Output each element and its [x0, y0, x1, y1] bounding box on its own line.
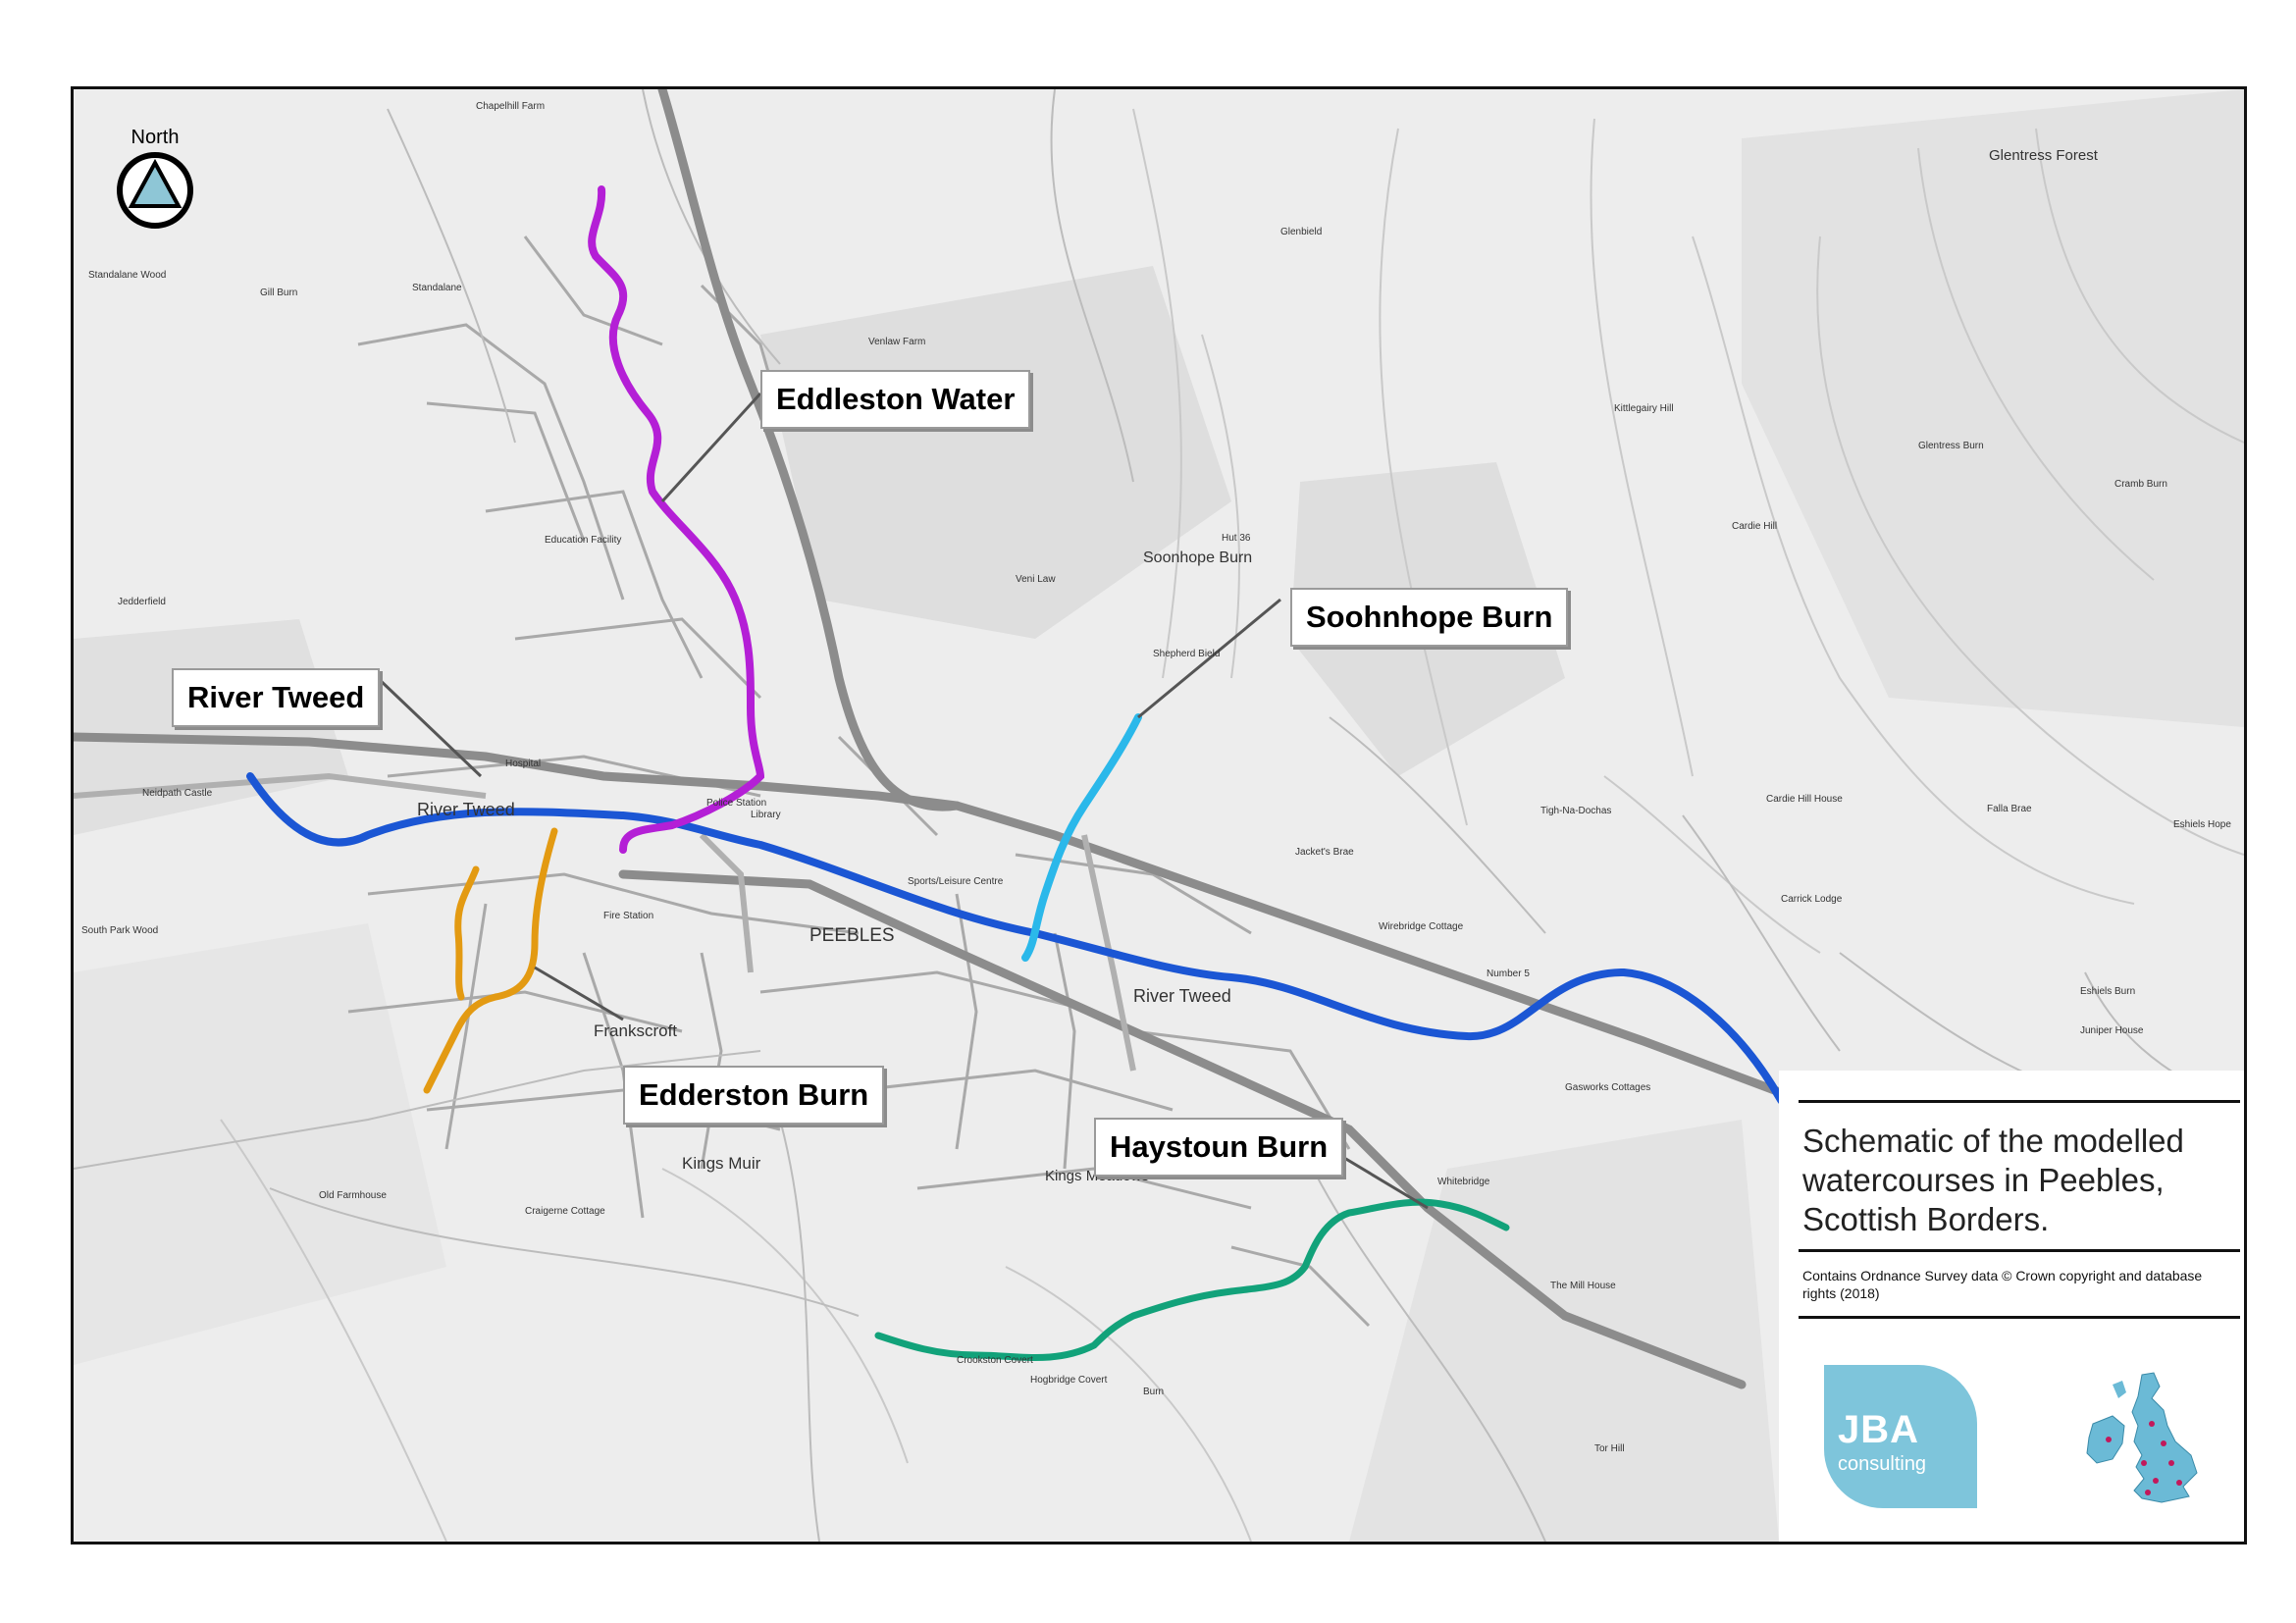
place-label-falla-brae: Falla Brae: [1987, 804, 2032, 814]
place-label-craigerne: Craigerne Cottage: [525, 1206, 605, 1217]
place-label-peebles: PEEBLES: [809, 925, 895, 946]
uk-locator-icon: [2086, 1372, 2198, 1503]
place-label-gill-burn: Gill Burn: [260, 288, 297, 298]
edderston-burn-line[interactable]: [423, 827, 558, 1094]
place-label-cardie-hill: Cardie Hill: [1732, 521, 1777, 532]
place-label-whitebridge: Whitebridge: [1437, 1177, 1490, 1187]
place-label-glentress-burn: Glentress Burn: [1918, 441, 1984, 451]
minor-roads: [74, 89, 2244, 1542]
callout-haystoun-burn: Haystoun Burn: [1094, 1118, 1344, 1177]
place-label-jackets-brae: Jacket's Brae: [1295, 847, 1354, 858]
logo-subtext: consulting: [1838, 1453, 1927, 1475]
place-label-kings-muir: Kings Muir: [682, 1154, 761, 1173]
map-frame: PEEBLES Frankscroft Kings Muir Kings Mea…: [71, 86, 2247, 1544]
place-label-standalane-wood: Standalane Wood: [88, 270, 166, 281]
place-label-eshiels-hope: Eshiels Hope: [2173, 819, 2231, 830]
callout-soohnhope-burn: Soohnhope Burn: [1290, 588, 1569, 647]
place-label-old-farmhouse: Old Farmhouse: [319, 1190, 387, 1201]
place-label-standalane: Standalane: [412, 283, 462, 293]
place-label-venlaw: Veni Law: [1016, 574, 1056, 585]
field-area: [74, 923, 446, 1365]
place-label-neidpath: Neidpath Castle: [142, 788, 213, 799]
place-label-gasworks: Gasworks Cottages: [1565, 1082, 1650, 1093]
place-label-carrick-lodge: Carrick Lodge: [1781, 894, 1843, 905]
map-canvas[interactable]: PEEBLES Frankscroft Kings Muir Kings Mea…: [74, 89, 2244, 1542]
place-label-police: Police Station: [706, 798, 766, 809]
terrain-lines: [220, 108, 2244, 1542]
callout-leaders: [376, 392, 1429, 1210]
place-label-jedderfield: Jedderfield: [118, 597, 166, 607]
place-label-venlaw-farm: Venlaw Farm: [868, 337, 925, 347]
place-label-wirebridge: Wirebridge Cottage: [1379, 921, 1464, 932]
place-label-glenbield: Glenbield: [1280, 227, 1322, 237]
place-label-crookston: Crookston Covert: [957, 1355, 1033, 1366]
place-label-fire: Fire Station: [603, 911, 653, 921]
place-label-tor-hill: Tor Hill: [1594, 1443, 1625, 1454]
callout-eddleston-water: Eddleston Water: [760, 370, 1031, 429]
place-label-cardie-hill-house: Cardie Hill House: [1766, 794, 1843, 805]
north-arrow-icon: [117, 152, 193, 229]
place-label-glentress-forest: Glentress Forest: [1989, 147, 2099, 164]
divider: [1799, 1249, 2240, 1252]
soohnhope-burn-line[interactable]: [1021, 713, 1142, 962]
logo-text: JBA: [1838, 1408, 1920, 1451]
place-label-river-tweed-1: River Tweed: [417, 800, 515, 819]
place-label-burn: Burn: [1143, 1387, 1164, 1397]
place-label-shepherd: Shepherd Bield: [1153, 649, 1220, 659]
place-label-kittlegairy: Kittlegairy Hill: [1614, 403, 1674, 414]
map-title: Schematic of the modelled watercourses i…: [1802, 1123, 2184, 1237]
place-label-cramb-burn: Cramb Burn: [2114, 479, 2167, 490]
place-label-soonhope-burn: Soonhope Burn: [1143, 550, 1252, 566]
woodland-area: [760, 266, 1231, 639]
place-label-hogbridge: Hogbridge Covert: [1030, 1375, 1108, 1386]
jba-logo: JBA consulting: [1824, 1365, 1977, 1508]
place-label-library: Library: [751, 810, 781, 820]
place-label-river-tweed-2: River Tweed: [1133, 986, 1231, 1006]
copyright-credit: Contains Ordnance Survey data © Crown co…: [1802, 1268, 2203, 1301]
place-label-hut: Hut 36: [1222, 533, 1251, 544]
divider: [1799, 1100, 2240, 1103]
eddleston-water-line[interactable]: [588, 185, 765, 854]
north-label: North: [130, 127, 180, 148]
place-label-sports: Sports/Leisure Centre: [908, 876, 1004, 887]
place-label-juniper: Juniper House: [2080, 1025, 2144, 1036]
haystoun-burn-line[interactable]: [874, 1198, 1510, 1361]
place-label-tigh-na-dochas: Tigh-Na-Dochas: [1540, 806, 1611, 816]
place-label-frankscroft: Frankscroft: [594, 1021, 677, 1040]
info-panel: Schematic of the modelled watercourses i…: [1779, 1071, 2244, 1542]
place-label-chapelhill: Chapelhill Farm: [476, 101, 545, 112]
secondary-roads: [74, 772, 1136, 1072]
woodland-area: [1742, 89, 2244, 727]
place-label-education: Education Facility: [545, 535, 621, 546]
callout-edderston-burn: Edderston Burn: [623, 1066, 885, 1125]
callout-river-tweed: River Tweed: [172, 668, 381, 727]
north-arrow: North: [111, 127, 199, 235]
place-label-hospital: Hospital: [505, 759, 541, 769]
divider: [1799, 1316, 2240, 1319]
place-label-south-park: South Park Wood: [81, 925, 158, 936]
place-label-eshiels-burn: Eshiels Burn: [2080, 986, 2135, 997]
place-label-mill-house: The Mill House: [1550, 1281, 1616, 1291]
place-label-number5: Number 5: [1487, 969, 1530, 979]
